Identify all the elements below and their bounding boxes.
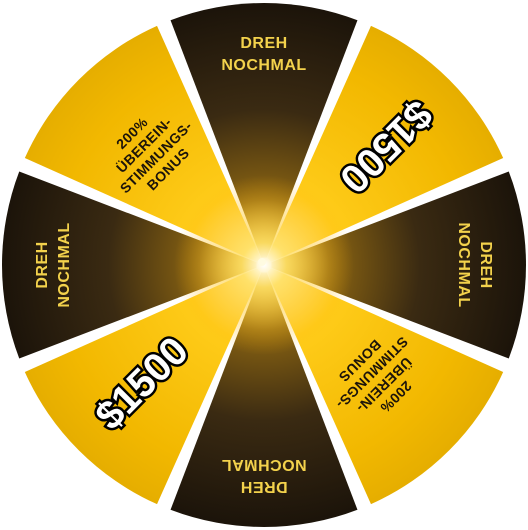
segment-label-line: DREH <box>34 241 51 288</box>
wheel-segment-left <box>2 171 257 359</box>
wheel-hub <box>258 258 266 266</box>
segment-label-line: NOCHMAL <box>56 222 73 307</box>
segment-label-right: DREH NOCHMAL <box>455 222 494 307</box>
segment-label-left: DREH NOCHMAL <box>34 222 73 307</box>
segment-label-top: DREH NOCHMAL <box>221 35 306 74</box>
segment-label-line: DREH <box>477 241 494 288</box>
segment-label-line: NOCHMAL <box>455 222 472 307</box>
wheel-segment-top <box>170 2 358 258</box>
segment-label-line: NOCHMAL <box>221 57 306 74</box>
segment-label-line: NOCHMAL <box>221 456 306 473</box>
wheel-segment-right <box>271 171 526 359</box>
segment-label-bottom: DREH NOCHMAL <box>221 456 306 495</box>
segment-label-bottom-right: 200%ÜBEREIN-STIMMUNGS-BONUS <box>333 334 415 416</box>
wheel-segment-bottom <box>170 272 358 527</box>
segment-label-line: DREH <box>240 478 287 495</box>
segment-label-top-left: 200%ÜBEREIN-STIMMUNGS-BONUS <box>113 114 195 196</box>
segment-label-line: DREH <box>240 35 287 52</box>
